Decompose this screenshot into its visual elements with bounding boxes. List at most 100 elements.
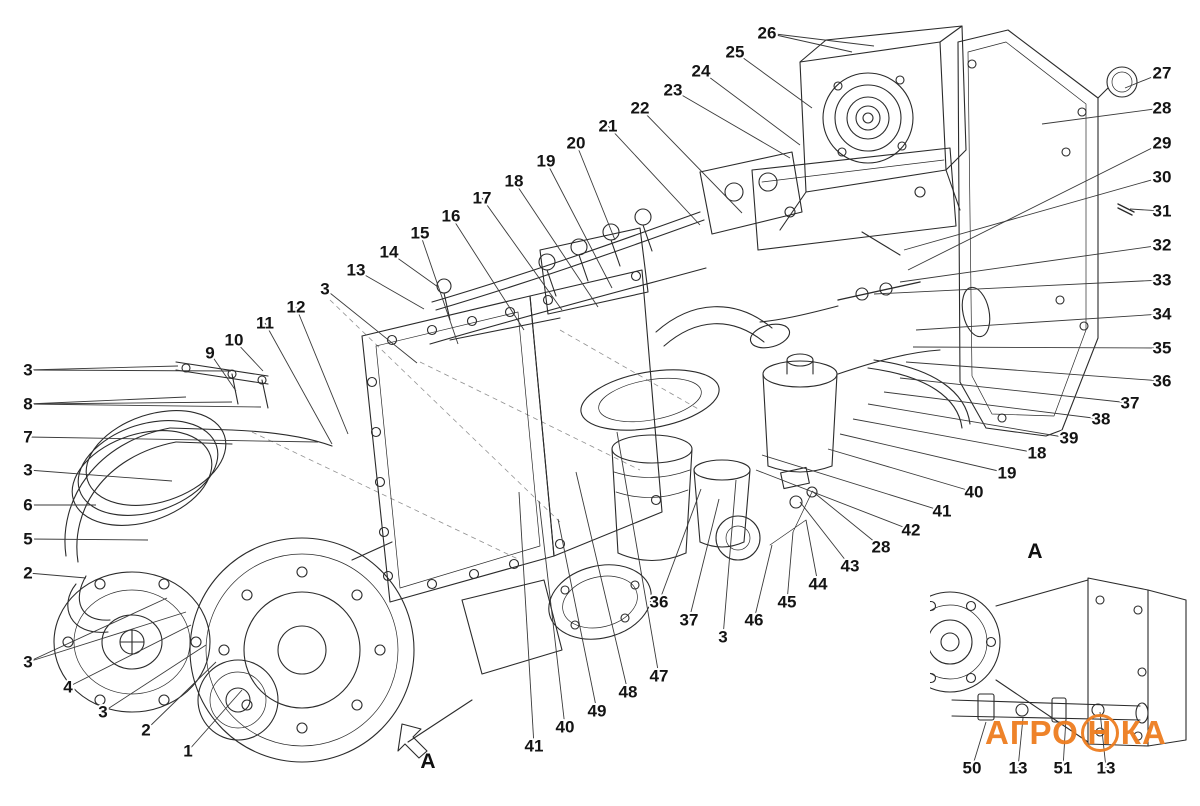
callout-36: 36 [1153,372,1172,391]
leader-line [355,269,425,310]
leader-line [27,403,262,408]
view-direction-arrow [397,723,428,759]
leader-line [1129,208,1163,212]
callout-33: 33 [1153,271,1172,290]
leader-line [518,491,535,747]
callout-34: 34 [1153,305,1172,324]
leader-line [557,518,598,712]
leader-line [753,544,773,621]
watermark-text-left: АГРО [985,714,1079,751]
callout-20: 20 [567,134,586,153]
callouts-layer: 2625242322212019181716151413312111092728… [21,22,1174,780]
callout-41: 41 [525,737,544,756]
watermark-circled-letter: Н [1080,714,1119,752]
leader-line [971,721,987,769]
oil-filters [611,434,761,561]
leader-line [27,365,179,371]
leader-line [799,501,851,567]
detail-inset-drawing [930,577,1187,747]
leader-line [658,488,702,603]
callout-1: 1 [183,742,192,761]
callout-27: 27 [1153,64,1172,83]
view-arrow-label: A [420,750,435,773]
callout-13: 13 [1097,759,1116,778]
callout-13: 13 [1009,759,1028,778]
callout-42: 42 [902,521,921,540]
leader-line [899,244,1163,283]
callout-21: 21 [599,117,618,136]
leader-line [27,597,168,663]
callout-49: 49 [588,702,607,721]
leader-line [67,624,192,688]
leader-line [873,279,1163,295]
leader-line [27,436,319,443]
callout-46: 46 [745,611,764,630]
leader-line [839,433,1008,474]
callout-38: 38 [1092,410,1111,429]
callout-36: 36 [650,593,669,612]
leader-line [27,611,187,663]
leader-line [1041,107,1163,125]
detail-view-label: A [1027,540,1042,563]
leader-line [722,479,737,638]
callout-3: 3 [718,628,727,647]
leader-line [607,125,701,226]
callout-37: 37 [1121,394,1140,413]
leader-line [734,51,813,109]
leader-line [513,180,599,308]
callout-2: 2 [141,721,150,740]
callout-37: 37 [680,611,699,630]
callout-3: 3 [98,703,107,722]
leader-line [616,431,660,677]
leader-line [27,572,87,579]
rear-mounting-panel [957,29,1138,437]
leader-line [912,346,1163,349]
callout-19: 19 [537,152,556,171]
callout-9: 9 [205,344,214,363]
callout-41: 41 [933,502,952,521]
leader-line [915,313,1163,331]
callout-14: 14 [380,243,399,262]
machine-drawing [53,25,1138,763]
bell-housings [53,537,473,763]
leader-line [388,251,439,288]
callout-3: 3 [23,361,32,380]
callout-50: 50 [963,759,982,778]
callout-17: 17 [473,189,492,208]
callout-47: 47 [650,667,669,686]
leader-line [481,197,563,311]
callout-18: 18 [1028,444,1047,463]
leader-line [907,142,1163,271]
leader-line [295,306,349,435]
construction-lines [251,299,701,561]
callout-3: 3 [320,280,329,299]
callout-6: 6 [23,496,32,515]
callout-39: 39 [1060,429,1079,448]
leader-line [827,448,975,493]
leader-line [852,418,1038,454]
leader-line [145,661,217,731]
watermark-logo: АГРО Н КА [985,714,1167,752]
leader-line [27,369,232,372]
callout-31: 31 [1153,202,1172,221]
linkage-pipes [759,231,971,429]
callout-35: 35 [1153,339,1172,358]
reservoir [762,353,838,546]
leader-line [187,689,243,752]
callout-29: 29 [1153,134,1172,153]
leader-line [324,288,418,364]
callout-7: 7 [23,428,32,447]
leader-line [766,32,875,47]
callout-13: 13 [347,261,366,280]
leader-line [1062,717,1067,769]
leader-line [27,396,187,405]
callout-16: 16 [442,207,461,226]
callout-28: 28 [1153,99,1172,118]
callout-5: 5 [23,530,32,549]
leader-line [575,471,629,693]
leader-line [27,538,149,541]
leader-line [811,490,882,548]
leader-line [233,339,264,372]
callout-11: 11 [256,314,274,333]
callout-22: 22 [631,99,650,118]
